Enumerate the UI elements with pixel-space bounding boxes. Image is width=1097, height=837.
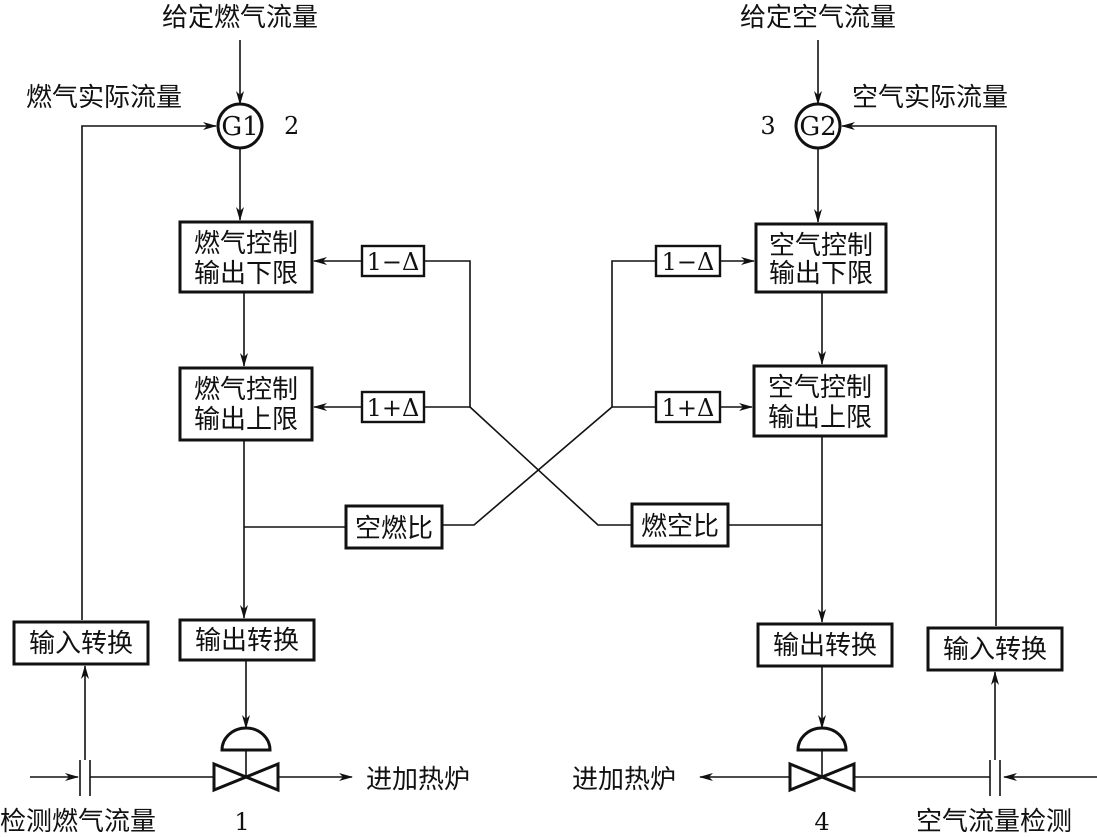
air-flow-detect-label: 空气流量检测 bbox=[916, 807, 1072, 837]
fuel-upper-limit-line2: 输出上限 bbox=[194, 405, 298, 435]
air-valve-number: 4 bbox=[814, 808, 829, 836]
fuel-air-ratio-box bbox=[630, 502, 730, 548]
air-delta-bus bbox=[611, 260, 656, 408]
air-input-convert-box bbox=[926, 626, 1064, 672]
fuel-flow-detect-label: 检测燃气流量 bbox=[0, 807, 156, 837]
controller-g2-number: 3 bbox=[760, 112, 775, 140]
fuel-input-convert-box bbox=[12, 620, 150, 666]
air-output-convert-label: 输出转换 bbox=[773, 631, 877, 661]
top-right-label: 给定空气流量 bbox=[740, 3, 896, 33]
air-to-air-fuel-ratio-line bbox=[442, 406, 613, 526]
air-valve-body bbox=[788, 761, 856, 793]
air-output-convert-box bbox=[756, 622, 894, 668]
fuel-actual-label: 燃气实际流量 bbox=[26, 83, 182, 113]
air-upper-limit-line1: 空气控制 bbox=[768, 373, 872, 403]
fuel-to-furnace-label: 进加热炉 bbox=[366, 765, 470, 795]
fuel-one-plus-delta-label: 1+Δ bbox=[367, 394, 420, 422]
air-fuel-ratio-box bbox=[344, 504, 444, 550]
top-left-label: 给定燃气流量 bbox=[162, 3, 318, 33]
air-lower-limit-line2: 输出下限 bbox=[769, 259, 873, 289]
fuel-upper-limit-line1: 燃气控制 bbox=[194, 375, 298, 405]
fuel-valve-number: 1 bbox=[234, 808, 249, 836]
fuel-feedback-line bbox=[81, 122, 217, 620]
air-upper-limit-line2: 输出上限 bbox=[768, 403, 872, 433]
air-one-minus-delta-label: 1−Δ bbox=[662, 248, 715, 276]
air-to-furnace-label: 进加热炉 bbox=[572, 765, 676, 795]
fuel-delta-bus bbox=[424, 260, 471, 408]
fuel-upper-limit-box bbox=[178, 366, 314, 442]
controller-g1-number: 2 bbox=[284, 112, 299, 140]
air-valve-actuator bbox=[796, 726, 848, 752]
fuel-one-minus-delta-label: 1−Δ bbox=[367, 248, 420, 276]
fuel-output-convert-label: 输出转换 bbox=[195, 626, 299, 656]
fuel-lower-limit-line2: 输出下限 bbox=[194, 259, 298, 289]
fuel-air-ratio-label: 燃空比 bbox=[641, 512, 719, 542]
air-upper-limit-box bbox=[752, 364, 888, 438]
fuel-output-convert-box bbox=[178, 618, 316, 662]
air-actual-label: 空气实际流量 bbox=[852, 83, 1008, 113]
air-lower-limit-box bbox=[754, 222, 888, 294]
controller-g2-label: G2 bbox=[799, 112, 836, 142]
air-lower-limit-line1: 空气控制 bbox=[769, 231, 873, 261]
air-fuel-ratio-label: 空燃比 bbox=[355, 514, 433, 544]
fuel-to-fuel-air-ratio-line bbox=[469, 406, 632, 526]
air-feedback-line bbox=[841, 122, 997, 626]
controller-g1-label: G1 bbox=[221, 112, 258, 142]
fuel-lower-limit-line1: 燃气控制 bbox=[194, 229, 298, 259]
air-one-plus-delta-label: 1+Δ bbox=[662, 394, 715, 422]
fuel-valve-actuator bbox=[220, 726, 272, 752]
fuel-valve-body bbox=[212, 761, 280, 793]
air-input-convert-label: 输入转换 bbox=[943, 635, 1047, 665]
fuel-input-convert-label: 输入转换 bbox=[29, 629, 133, 659]
fuel-lower-limit-box bbox=[178, 220, 314, 294]
